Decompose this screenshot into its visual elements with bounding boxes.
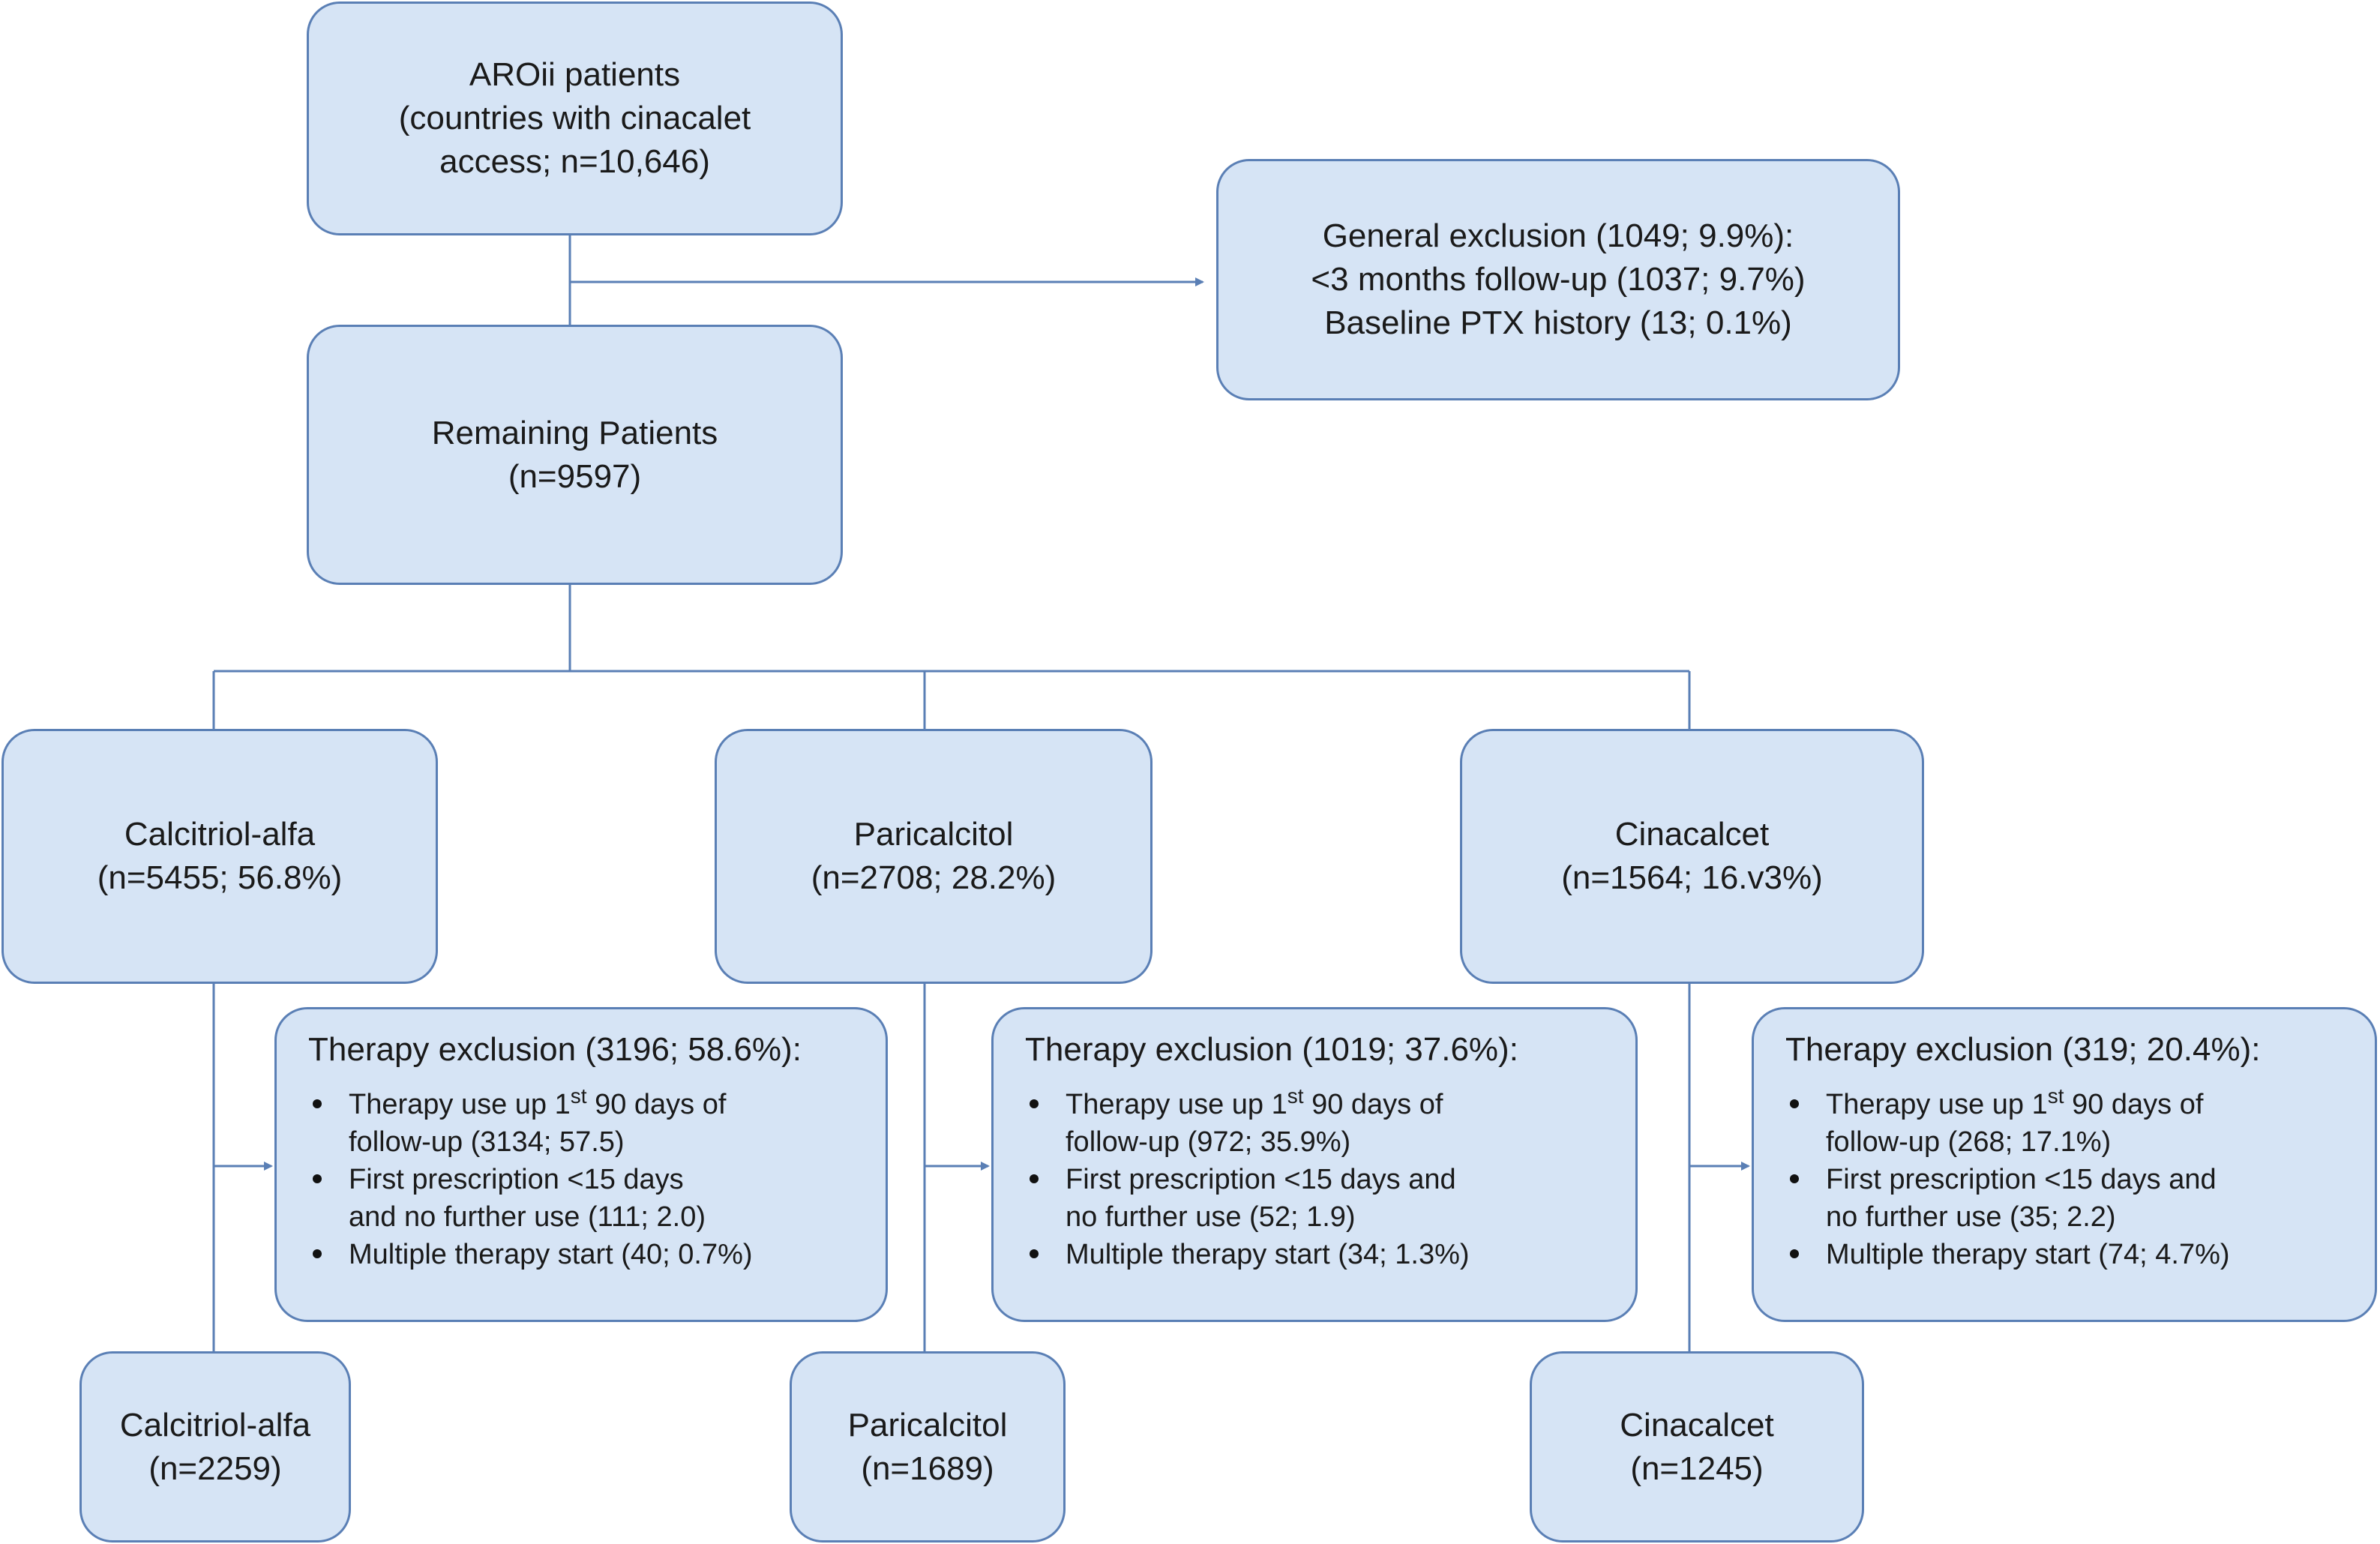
box-group-calcitriol: Calcitriol-alfa (n=5455; 56.8%) (1, 729, 438, 984)
group-cinacalcet-name: Cinacalcet (1614, 816, 1770, 853)
box-general-exclusion: General exclusion (1049; 9.9%): <3 month… (1216, 159, 1900, 400)
final-paricalcitol-count: (n=1689) (861, 1450, 994, 1487)
box-exclusion-paricalcitol: Therapy exclusion (1019; 37.6%): Therapy… (991, 1007, 1638, 1322)
item-text: no further use (35; 2.2) (1826, 1201, 2116, 1233)
box-remaining-patients: Remaining Patients (n=9597) (307, 325, 843, 585)
remaining-count: (n=9597) (508, 457, 642, 495)
item-text: Therapy use up 1 (1066, 1089, 1287, 1120)
item-superscript: st (1287, 1084, 1304, 1108)
item-text: Multiple therapy start (40; 0.7%) (349, 1239, 753, 1270)
list-item: First prescription <15 days and no furth… (308, 1161, 863, 1236)
final-cinacalcet-count: (n=1245) (1630, 1450, 1764, 1487)
aroii-line-3: access; n=10,646) (439, 143, 710, 180)
item-text: First prescription <15 days and (1066, 1164, 1456, 1195)
final-paricalcitol-name: Paricalcitol (847, 1406, 1008, 1444)
list-item: Therapy use up 1st 90 days of follow-up … (1025, 1086, 1613, 1161)
group-paricalcitol-name: Paricalcitol (853, 816, 1014, 853)
list-item: Multiple therapy start (34; 1.3%) (1025, 1236, 1613, 1273)
item-text: follow-up (972; 35.9%) (1066, 1126, 1351, 1158)
list-item: Multiple therapy start (40; 0.7%) (308, 1236, 863, 1273)
item-text: Multiple therapy start (34; 1.3%) (1066, 1239, 1470, 1270)
general-exclusion-followup: <3 months follow-up (1037; 9.7%) (1311, 261, 1806, 298)
group-paricalcitol-count: (n=2708; 28.2%) (811, 859, 1057, 896)
bullet-icon (313, 1099, 322, 1108)
item-text: 90 days of (2064, 1089, 2204, 1120)
box-final-calcitriol: Calcitriol-alfa (n=2259) (79, 1351, 351, 1543)
list-item: Therapy use up 1st 90 days of follow-up … (1785, 1086, 2352, 1161)
group-calcitriol-count: (n=5455; 56.8%) (97, 859, 343, 896)
remaining-title: Remaining Patients (431, 414, 718, 451)
item-text: First prescription <15 days and (1826, 1164, 2217, 1195)
item-text: follow-up (268; 17.1%) (1826, 1126, 2112, 1158)
box-aroii-patients: AROii patients (countries with cinacalet… (307, 1, 843, 235)
box-exclusion-calcitriol: Therapy exclusion (3196; 58.6%): Therapy… (274, 1007, 888, 1322)
final-calcitriol-count: (n=2259) (148, 1450, 282, 1487)
list-item: First prescription <15 days and no furth… (1785, 1161, 2352, 1236)
exclusion-cinacalcet-title: Therapy exclusion (319; 20.4%): (1785, 1031, 2261, 1068)
bullet-icon (1030, 1249, 1039, 1258)
item-text: Multiple therapy start (74; 4.7%) (1826, 1239, 2230, 1270)
list-item: Multiple therapy start (74; 4.7%) (1785, 1236, 2352, 1273)
list-item: First prescription <15 days and no furth… (1025, 1161, 1613, 1236)
bullet-icon (1790, 1174, 1799, 1183)
bullet-icon (1030, 1174, 1039, 1183)
exclusion-cinacalcet-list: Therapy use up 1st 90 days of follow-up … (1785, 1086, 2352, 1273)
item-text: 90 days of (586, 1089, 727, 1120)
general-exclusion-title: General exclusion (1049; 9.9%): (1322, 217, 1794, 254)
item-text: and no further use (111; 2.0) (349, 1201, 706, 1233)
bullet-icon (313, 1174, 322, 1183)
item-superscript: st (2047, 1084, 2064, 1108)
bullet-icon (1790, 1249, 1799, 1258)
bullet-icon (1790, 1099, 1799, 1108)
bullet-icon (1030, 1099, 1039, 1108)
box-exclusion-cinacalcet: Therapy exclusion (319; 20.4%): Therapy … (1752, 1007, 2377, 1322)
aroii-line-2: (countries with cinacalet (398, 100, 751, 136)
item-text: Therapy use up 1 (1826, 1089, 2048, 1120)
box-group-paricalcitol: Paricalcitol (n=2708; 28.2%) (715, 729, 1153, 984)
general-exclusion-ptx: Baseline PTX history (13; 0.1%) (1324, 304, 1792, 341)
exclusion-paricalcitol-title: Therapy exclusion (1019; 37.6%): (1025, 1031, 1518, 1068)
item-superscript: st (570, 1084, 587, 1108)
final-calcitriol-name: Calcitriol-alfa (119, 1406, 311, 1444)
exclusion-calcitriol-title: Therapy exclusion (3196; 58.6%): (308, 1031, 802, 1068)
item-text: Therapy use up 1 (349, 1089, 571, 1120)
group-calcitriol-name: Calcitriol-alfa (124, 816, 316, 853)
group-cinacalcet-count: (n=1564; 16.v3%) (1561, 859, 1823, 896)
box-final-paricalcitol: Paricalcitol (n=1689) (790, 1351, 1066, 1543)
bullet-icon (313, 1249, 322, 1258)
item-text: follow-up (3134; 57.5) (349, 1126, 625, 1158)
box-final-cinacalcet: Cinacalcet (n=1245) (1530, 1351, 1864, 1543)
exclusion-paricalcitol-list: Therapy use up 1st 90 days of follow-up … (1025, 1086, 1613, 1273)
exclusion-calcitriol-list: Therapy use up 1st 90 days of follow-up … (308, 1086, 863, 1273)
item-text: First prescription <15 days (349, 1164, 684, 1195)
final-cinacalcet-name: Cinacalcet (1620, 1406, 1774, 1444)
item-text: 90 days of (1303, 1089, 1443, 1120)
box-group-cinacalcet: Cinacalcet (n=1564; 16.v3%) (1460, 729, 1924, 984)
item-text: no further use (52; 1.9) (1066, 1201, 1356, 1233)
aroii-line-1: AROii patients (469, 56, 681, 93)
list-item: Therapy use up 1st 90 days of follow-up … (308, 1086, 863, 1161)
